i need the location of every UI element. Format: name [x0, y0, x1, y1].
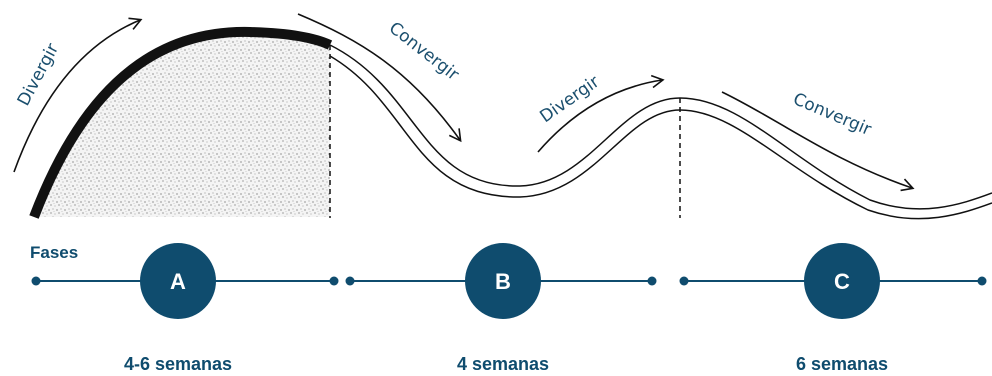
phase-a-letter: A	[170, 269, 186, 294]
wave-line-outer	[329, 44, 992, 210]
arrow-convergir-2	[721, 91, 915, 192]
phase-a-start-dot	[31, 276, 41, 286]
hill-outline	[29, 26, 333, 219]
phase-b-duration: 4 semanas	[457, 354, 549, 374]
phase-c-timeline: C	[679, 243, 987, 319]
phase-a-badge	[140, 243, 216, 319]
label-convergir-1: Convergir	[385, 18, 463, 85]
arrow-divergir-1	[13, 17, 143, 173]
arrow-convergir-1	[297, 13, 462, 143]
arrow-divergir-2	[537, 74, 665, 153]
phase-c-start-dot	[679, 276, 689, 286]
wave-line-inner	[329, 55, 992, 220]
phase-c-letter: C	[834, 269, 850, 294]
phase-b-timeline: B	[345, 243, 657, 319]
hill-fill	[34, 31, 330, 217]
phase-a-duration: 4-6 semanas	[124, 354, 232, 374]
phases-title: Fases	[30, 243, 78, 262]
phase-c-badge	[804, 243, 880, 319]
phase-c-duration: 6 semanas	[796, 354, 888, 374]
phase-c-end-dot	[977, 276, 987, 286]
label-convergir-2: Convergir	[790, 89, 874, 140]
label-divergir-1: Divergir	[14, 40, 63, 109]
phase-b-letter: B	[495, 269, 511, 294]
phase-b-badge	[465, 243, 541, 319]
phase-b-end-dot	[647, 276, 657, 286]
phase-a-end-dot	[329, 276, 339, 286]
label-divergir-2: Divergir	[536, 72, 603, 127]
phase-b-start-dot	[345, 276, 355, 286]
phase-a-timeline: A	[31, 243, 339, 319]
